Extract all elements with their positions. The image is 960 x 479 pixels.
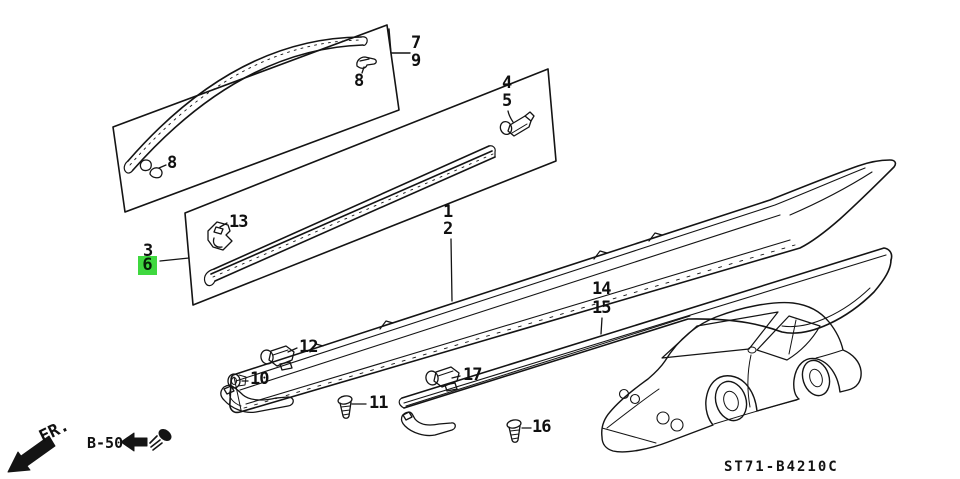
front-direction-arrow bbox=[7, 435, 56, 473]
callout-17: 17 bbox=[463, 365, 483, 385]
callout-10: 10 bbox=[250, 369, 270, 389]
clip-13-icon bbox=[207, 221, 233, 251]
leader-lines bbox=[159, 238, 603, 335]
callout-11: 11 bbox=[369, 393, 389, 413]
callout-5: 5 bbox=[502, 91, 512, 111]
callout-8-top: 8 bbox=[354, 71, 364, 91]
lower-sill-molding bbox=[398, 247, 893, 437]
clip-4-5-icon bbox=[499, 111, 535, 137]
reference-arrow bbox=[120, 432, 148, 452]
reference-screw-icon bbox=[149, 429, 172, 451]
callout-13: 13 bbox=[229, 212, 249, 232]
clip-12-icon bbox=[260, 345, 295, 371]
car-sketch bbox=[601, 301, 862, 453]
callout-9: 9 bbox=[411, 51, 421, 71]
reference-label: B-50 bbox=[87, 434, 124, 452]
fasteners bbox=[227, 345, 532, 443]
callout-2: 2 bbox=[443, 219, 453, 239]
callout-14: 14 bbox=[592, 279, 612, 299]
sill-molding-panel bbox=[184, 68, 557, 306]
screw-11-icon bbox=[337, 395, 353, 419]
callout-8-left: 8 bbox=[167, 153, 177, 173]
callout-7: 7 bbox=[411, 33, 421, 53]
garnish-end-bracket bbox=[220, 384, 294, 414]
callout-1: 1 bbox=[443, 202, 453, 222]
clip-8-left-icon bbox=[139, 159, 163, 179]
callout-4: 4 bbox=[502, 73, 512, 93]
callout-3: 3 bbox=[143, 241, 153, 261]
callout-12: 12 bbox=[299, 337, 319, 357]
clip-8-top-icon bbox=[356, 56, 377, 69]
callout-15: 15 bbox=[592, 298, 612, 318]
screw-16-icon bbox=[506, 419, 522, 443]
roof-molding-panel bbox=[112, 24, 411, 213]
callout-6: 6 bbox=[138, 256, 157, 275]
molding-end-bracket bbox=[400, 411, 456, 437]
clip-17-icon bbox=[425, 366, 460, 392]
side-sill-garnish bbox=[220, 159, 897, 414]
diagram-part-code: ST71-B4210C bbox=[724, 459, 839, 475]
callout-16: 16 bbox=[532, 417, 552, 437]
